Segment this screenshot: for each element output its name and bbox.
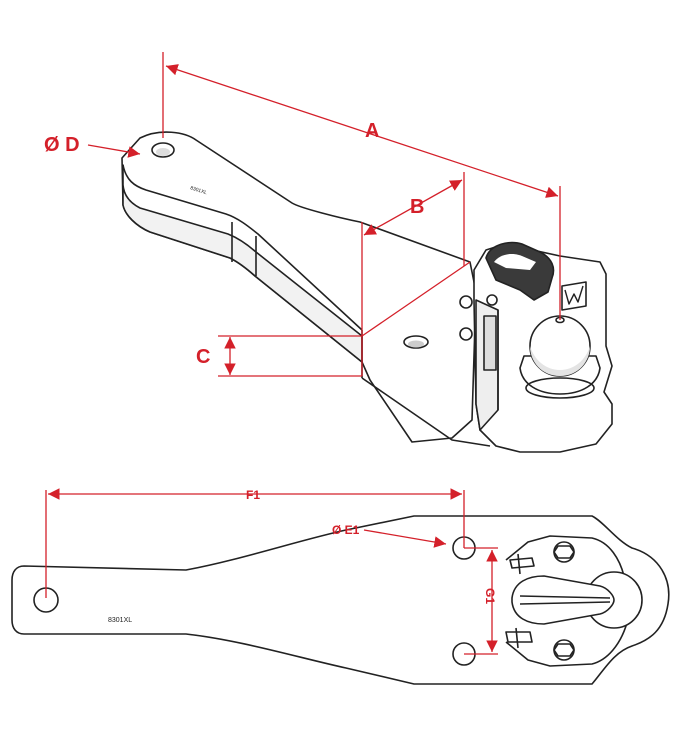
dim-b-line <box>363 179 463 236</box>
mid-hole-inner <box>408 340 424 348</box>
bolt-hex <box>553 643 575 657</box>
bolt-hex <box>553 545 575 559</box>
plan-dimension-labels: F1 Ø E1 G1 <box>246 488 497 604</box>
safety-pin-icon <box>505 631 533 643</box>
bolt-icon <box>459 295 473 309</box>
latch-handle-line <box>519 601 611 605</box>
dim-construction-line <box>361 261 471 337</box>
pin-line <box>517 553 521 575</box>
label-f1: F1 <box>246 488 260 502</box>
perspective-view: 8301XL <box>121 131 613 453</box>
top-dimension-labels: A B C Ø D <box>44 120 424 368</box>
plan-part-stamp: 8301XL <box>108 617 132 624</box>
bolt-icon <box>553 541 575 563</box>
label-d: Ø D <box>44 134 80 156</box>
plan-view: 8301XL <box>11 515 670 685</box>
safety-pin-icon <box>509 557 535 569</box>
bolt-icon <box>553 639 575 661</box>
side-plate <box>483 315 497 371</box>
plan-dimensions <box>45 488 498 655</box>
latch-handle-highlight <box>494 254 536 270</box>
top-dimensions <box>87 52 561 377</box>
pin-line <box>515 627 519 649</box>
drawbar-bottom-edge <box>361 377 491 447</box>
dim-e1-leader <box>363 529 447 548</box>
label-a: A <box>365 120 379 142</box>
plan-drawbar <box>11 515 670 685</box>
latch-handle-icon <box>511 575 615 625</box>
label-b: B <box>410 196 424 218</box>
latch-handle-line <box>519 595 611 599</box>
ball-shade <box>530 346 590 376</box>
bolt-icon <box>486 294 498 306</box>
eye-hole-d-inner <box>156 148 170 156</box>
label-e1: Ø E1 <box>332 523 360 537</box>
dim-d-leader <box>87 144 141 158</box>
label-c: C <box>196 346 210 368</box>
label-g1: G1 <box>483 588 497 604</box>
bolt-icon <box>459 327 473 341</box>
dim-a-line <box>165 64 559 198</box>
logo-w-mark <box>564 285 584 305</box>
ball-base <box>525 377 595 399</box>
drawbar-top-edge <box>122 164 363 331</box>
